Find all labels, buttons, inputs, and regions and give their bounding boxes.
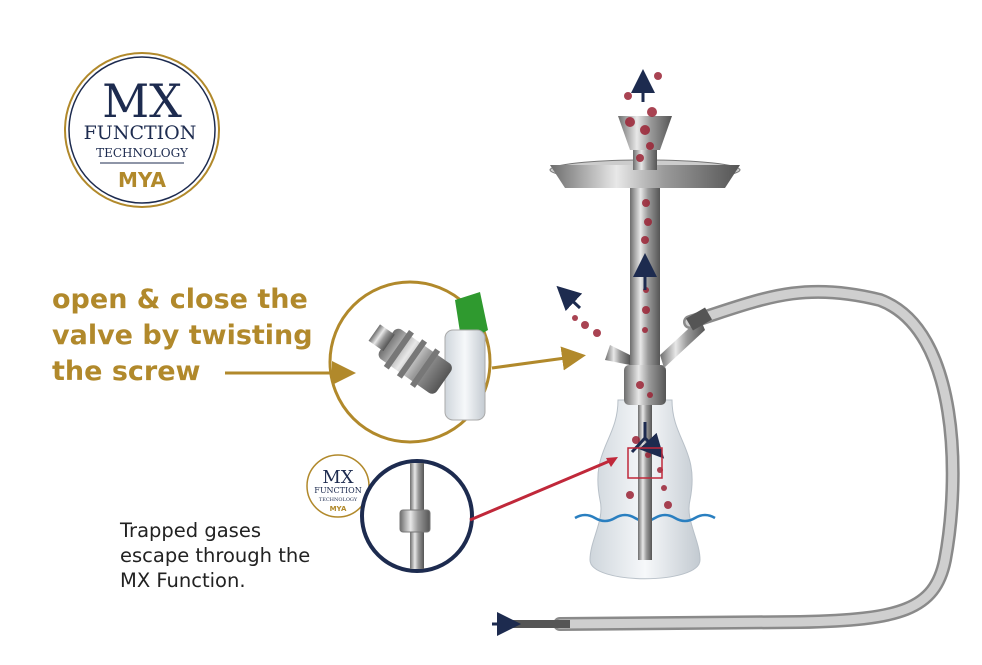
svg-text:TECHNOLOGY: TECHNOLOGY bbox=[319, 497, 358, 503]
logo-mx: MX bbox=[102, 74, 182, 128]
logo-brand: MYA bbox=[118, 168, 166, 192]
valve-arrow-out bbox=[491, 346, 586, 371]
valve-left bbox=[605, 345, 630, 365]
trap-zoom-circle bbox=[360, 459, 474, 573]
mouthpiece bbox=[510, 620, 570, 628]
logo-technology: TECHNOLOGY bbox=[96, 146, 189, 160]
mx-function-highlight bbox=[627, 447, 663, 479]
valve-caption-line: the screw bbox=[52, 356, 201, 387]
logo-function: FUNCTION bbox=[84, 122, 197, 144]
valve-zoom-circle bbox=[328, 280, 492, 444]
svg-text:FUNCTION: FUNCTION bbox=[314, 486, 361, 495]
trap-caption-line: Trapped gases bbox=[120, 519, 261, 542]
trap-caption: Trapped gases escape through the MX Func… bbox=[120, 518, 310, 593]
trap-caption-line: MX Function. bbox=[120, 569, 246, 592]
valve-caption-line: valve by twisting bbox=[52, 320, 313, 351]
trap-pointer-line bbox=[469, 458, 613, 522]
mx-function-logo-small: MX FUNCTION TECHNOLOGY MYA bbox=[306, 454, 370, 518]
hose-port bbox=[660, 318, 705, 368]
valve-caption: open & close the valve by twisting the s… bbox=[52, 282, 313, 390]
svg-text:MYA: MYA bbox=[330, 505, 347, 513]
mx-function-logo: MX FUNCTION TECHNOLOGY MYA bbox=[64, 52, 220, 208]
valve-caption-line: open & close the bbox=[52, 284, 308, 315]
svg-text:MX: MX bbox=[322, 467, 353, 488]
trap-caption-line: escape through the bbox=[120, 544, 311, 567]
